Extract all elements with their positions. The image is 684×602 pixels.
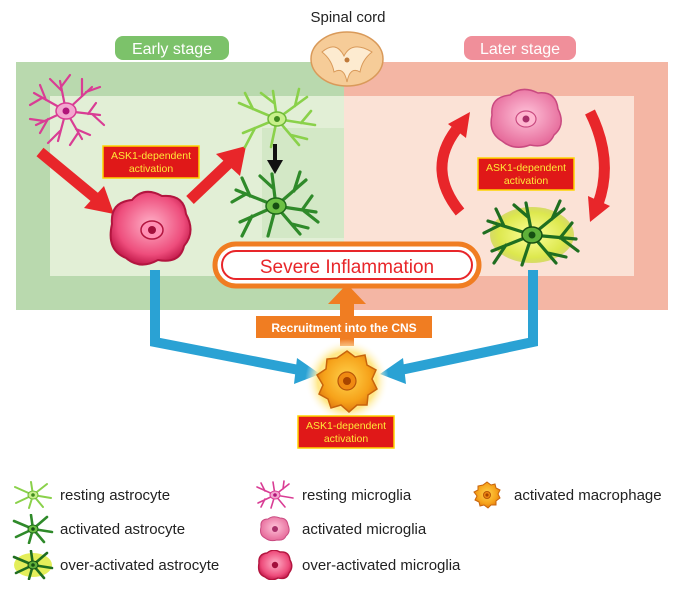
over-activated-astrocyte-cell-later (482, 199, 580, 267)
ask1-box-macrophage-line2: activation (324, 433, 369, 445)
spinal-cord-label: Spinal cord (310, 9, 385, 26)
resting-microglia-icon (256, 480, 294, 509)
red-cycle-arrow-right (585, 109, 610, 222)
blue-arrow-right (380, 270, 538, 384)
legend-over-activated-astrocyte-label: over-activated astrocyte (60, 556, 220, 574)
legend-activated-astrocyte: activated astrocyte (12, 514, 185, 544)
legend-over-activated-microglia-label: over-activated microglia (302, 556, 461, 574)
ask1-box-later-line2: activation (504, 175, 549, 187)
black-arrow-down (267, 144, 283, 174)
activated-macrophage-icon (473, 481, 501, 509)
recruitment-label-box: Recruitment into the CNS (256, 316, 432, 338)
recruitment-label: Recruitment into the CNS (271, 321, 416, 335)
activated-microglia-icon (260, 516, 290, 542)
ask1-box-early: ASK1-dependent activation (102, 145, 200, 179)
activated-astrocyte-icon (12, 514, 54, 544)
red-arrow-astrocyte-activation (186, 146, 246, 204)
legend-resting-astrocyte-label: resting astrocyte (60, 486, 171, 504)
ask1-box-early-line2: activation (129, 163, 174, 175)
legend-over-activated-astrocyte: over-activated astrocyte (12, 550, 219, 580)
ask1-box-macrophage-line1: ASK1-dependent (306, 420, 386, 432)
red-arrow-microglia-activation (36, 147, 114, 214)
over-activated-astrocyte-icon (12, 550, 54, 580)
ask1-box-macrophage: ASK1-dependent activation (297, 415, 395, 449)
resting-astrocyte-cell (237, 87, 317, 149)
legend-resting-astrocyte: resting astrocyte (12, 480, 170, 510)
severe-inflammation-box: Severe Inflammation (212, 241, 482, 289)
resting-astrocyte-icon (14, 481, 52, 509)
early-stage-tag: Early stage (115, 36, 229, 60)
resting-microglia-cell (28, 73, 106, 147)
later-stage-tag: Later stage (464, 36, 576, 60)
legend-over-activated-microglia: over-activated microglia (254, 550, 460, 580)
later-stage-label: Later stage (480, 41, 560, 58)
legend-resting-microglia-label: resting microglia (302, 486, 412, 504)
over-activated-microglia-cell-early (109, 190, 192, 266)
ask1-box-later: ASK1-dependent activation (477, 157, 575, 191)
activated-microglia-cell-later (490, 88, 562, 148)
legend: resting astrocyte activated astrocyte ov… (0, 466, 684, 596)
red-cycle-arrow-left (436, 112, 470, 216)
early-stage-label: Early stage (132, 41, 212, 58)
activated-astrocyte-cell (230, 170, 320, 238)
legend-activated-macrophage-label: activated macrophage (514, 486, 662, 504)
legend-resting-microglia: resting microglia (254, 480, 411, 510)
legend-activated-macrophage: activated macrophage (466, 480, 662, 510)
legend-activated-microglia: activated microglia (254, 514, 426, 544)
severe-inflammation-label: Severe Inflammation (260, 257, 434, 278)
ask1-box-later-line1: ASK1-dependent (486, 162, 566, 174)
legend-activated-microglia-label: activated microglia (302, 520, 427, 538)
legend-activated-astrocyte-label: activated astrocyte (60, 520, 186, 538)
spinal-cord-icon (310, 31, 384, 87)
over-activated-microglia-icon (257, 550, 293, 580)
activated-macrophage-cell (305, 339, 389, 423)
ask1-box-early-line1: ASK1-dependent (111, 150, 191, 162)
